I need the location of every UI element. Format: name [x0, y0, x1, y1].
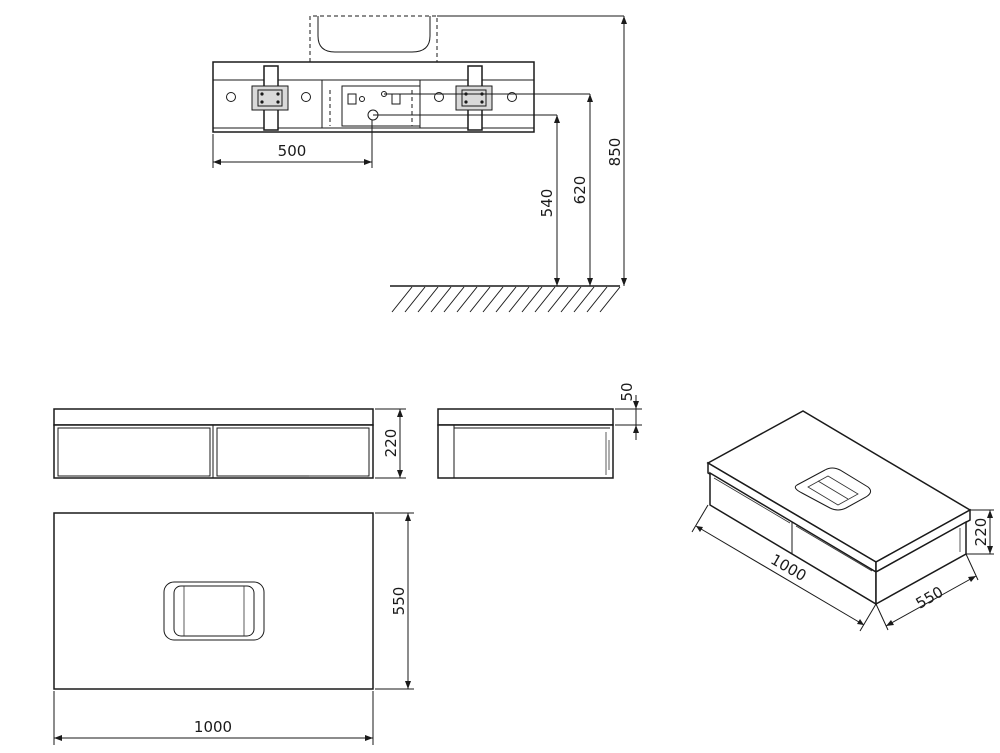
dim-label-220-front: 220: [382, 429, 400, 458]
plan-view: 550 1000: [53, 512, 414, 745]
dim-220-front: 220: [375, 408, 406, 479]
hatch-line: [443, 286, 465, 313]
left-bracket: [226, 65, 311, 131]
dim-label-550-plan: 550: [390, 587, 408, 616]
hatch-line: [417, 286, 439, 313]
hatch-line: [573, 286, 595, 313]
dim-540: 540: [538, 115, 560, 286]
dim-label-220-iso: 220: [972, 518, 990, 547]
installation-elevation: 500 540 620 850: [212, 15, 627, 313]
hatch-line: [547, 286, 569, 313]
hatch-line: [469, 286, 491, 313]
dim-500: 500: [212, 120, 373, 168]
front-elevation: 220: [53, 408, 406, 479]
right-bracket: [434, 65, 517, 131]
dim-label-500: 500: [278, 142, 307, 160]
hatch-line: [508, 286, 530, 313]
dim-50: 50: [615, 382, 642, 440]
dim-label-1000-plan: 1000: [194, 718, 232, 736]
floor-hatch: [390, 285, 621, 313]
hatch-line: [599, 286, 621, 313]
dim-label-540: 540: [538, 189, 556, 218]
basin-bowl: [317, 16, 431, 53]
dim-620: 620: [571, 94, 593, 286]
isometric-view: 220 1000 550: [691, 410, 994, 632]
dim-label-850: 850: [606, 138, 624, 167]
hatch-line: [521, 286, 543, 313]
dim-label-620: 620: [571, 176, 589, 205]
side-elevation: 50: [437, 382, 642, 479]
dim-1000-plan: 1000: [53, 691, 374, 745]
hatch-line: [495, 286, 517, 313]
hatch-line: [560, 286, 582, 313]
basin-outline: [309, 15, 438, 62]
dim-850: 850: [606, 16, 627, 286]
dim-label-50: 50: [618, 382, 636, 401]
hatch-line: [456, 286, 478, 313]
plumbing-box: [329, 85, 421, 127]
hatch-line: [404, 286, 426, 313]
dim-220-iso: 220: [966, 509, 994, 555]
dim-550-plan: 550: [375, 512, 414, 690]
hatch-line: [391, 286, 413, 313]
hatch-line: [430, 286, 452, 313]
hatch-line: [482, 286, 504, 313]
hatch-line: [534, 286, 556, 313]
hatch-line: [586, 286, 608, 313]
